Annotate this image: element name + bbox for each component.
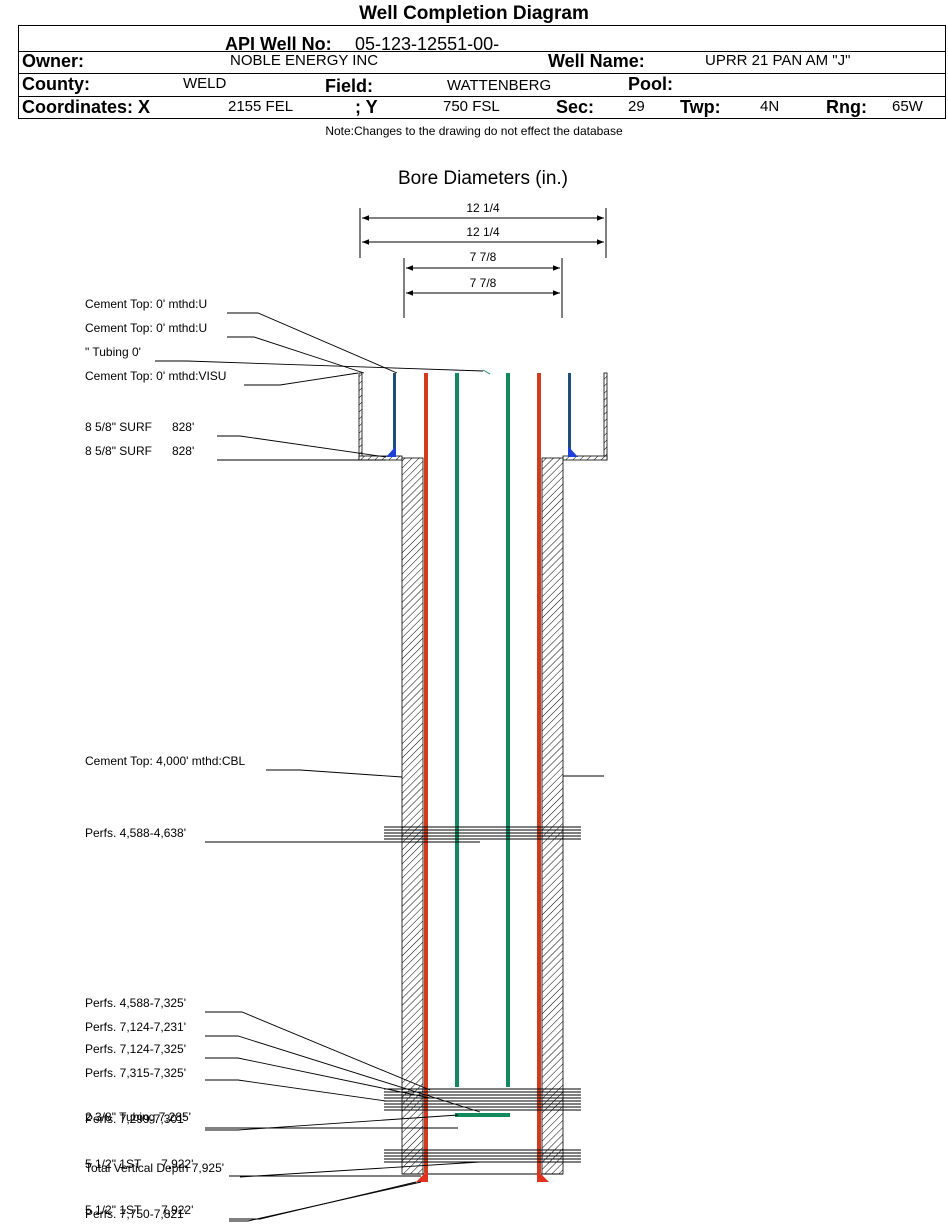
production-casing-left (424, 373, 428, 1173)
pool-label: Pool: (628, 74, 673, 94)
twp-label: Twp: (680, 97, 721, 117)
tubing-top-marker (482, 369, 491, 375)
cement-wall-right (541, 457, 564, 1175)
twp-value: 4N (760, 98, 780, 115)
well-name-value: UPRR 21 PAN AM "J" (705, 52, 851, 69)
well-header-table (18, 25, 946, 119)
annotation-surface-casing: 8 5/8" SURF 828' (85, 420, 194, 434)
annotation-cement-top: Cement Top: 0' mthd:U (85, 321, 207, 335)
county-value: WELD (183, 75, 227, 92)
production-casing-shoe-icon (537, 1170, 549, 1182)
tubing-end (455, 1113, 510, 1117)
owner-value: NOBLE ENERGY INC (230, 52, 379, 69)
coord-y-value: 750 FSL (443, 98, 500, 115)
surface-casing-right (568, 373, 571, 457)
surface-hole-wall (603, 372, 608, 461)
cement-wall-left (401, 457, 424, 1175)
production-hole (401, 457, 604, 1175)
well-name-label: Well Name: (548, 51, 645, 71)
annotation-tubing-depth: 2 3/8" Tubing 7,285' (85, 1110, 191, 1124)
header-row-divider (19, 96, 945, 97)
bore-diameters-title: Bore Diameters (in.) (398, 168, 568, 189)
annotation-production-casing: 5 1/2" 1ST 7,922' (85, 1157, 193, 1171)
perf-band-lower (384, 1149, 581, 1163)
field-label: Field: (325, 76, 373, 96)
perforations (384, 826, 581, 1163)
surface-casing (386, 373, 578, 457)
production-casing-right (537, 373, 541, 1173)
annotation-production-casing: 5 1/2" 1ST 7,922' (85, 1203, 193, 1217)
api-label: API Well No: (225, 34, 332, 54)
sec-value: 29 (628, 98, 645, 115)
database-note: Note:Changes to the drawing do not effec… (325, 124, 623, 138)
bore-dim-label: 12 1/4 (466, 201, 500, 215)
annotation-tubing-top: " Tubing 0' (85, 345, 141, 359)
surface-hole-wall (358, 372, 363, 461)
perf-band-upper (384, 826, 581, 840)
coord-x-label: Coordinates: X (22, 97, 151, 117)
tubing-right (506, 373, 510, 1087)
county-label: County: (22, 74, 90, 94)
annotation-perfs: Perfs. 4,588-7,325' (85, 996, 186, 1010)
annotation-perfs: Perfs. 7,124-7,231' (85, 1020, 186, 1034)
page-title: Well Completion Diagram (359, 3, 589, 24)
annotation-perfs: Perfs. 7,299-7,301' (85, 1112, 186, 1126)
annotation-perfs: Perfs. 4,588-4,638' (85, 826, 186, 840)
owner-label: Owner: (22, 51, 85, 71)
annotation-cement-top-cbl: Cement Top: 4,000' mthd:CBL (85, 754, 245, 768)
annotation-perfs: Perfs. 7,750-7,821' (85, 1207, 186, 1221)
rng-label: Rng: (826, 97, 867, 117)
bore-dim-label: 7 7/8 (470, 250, 497, 264)
surface-casing-left (393, 373, 396, 457)
header-row-divider (19, 51, 945, 52)
annotation-cement-top: Cement Top: 0' mthd:U (85, 297, 207, 311)
coord-x-value: 2155 FEL (228, 98, 294, 115)
rng-value: 65W (892, 98, 923, 115)
annotation-total-depth: Total Vertical Depth 7,925' (85, 1161, 224, 1175)
bore-dimensions: 12 1/4 12 1/4 7 7/8 7 7/8 (359, 201, 607, 318)
header-row-divider (19, 73, 945, 74)
bore-dim-label: 12 1/4 (466, 225, 500, 239)
production-casing-shoe-icon (416, 1170, 428, 1182)
production-casing (416, 373, 549, 1182)
annotation-perfs: Perfs. 7,315-7,325' (85, 1066, 186, 1080)
tubing (455, 369, 510, 1117)
tubing-left (455, 373, 459, 1087)
annotation-surface-casing: 8 5/8" SURF 828' (85, 444, 194, 458)
surface-casing-shoe-icon (386, 446, 396, 457)
sec-label: Sec: (556, 97, 595, 117)
coord-y-label: ; Y (355, 97, 378, 117)
annotation-cement-top-visu: Cement Top: 0' mthd:VISU (85, 369, 226, 383)
perf-band-middle (384, 1088, 581, 1111)
bore-dim-label: 7 7/8 (470, 276, 497, 290)
field-value: WATTENBERG (447, 77, 552, 94)
annotations: Cement Top: 0' mthd:U Cement Top: 0' mth… (85, 297, 245, 1221)
leader-lines (155, 312, 484, 1222)
surface-casing-shoe-icon (568, 446, 578, 457)
api-value: 05-123-12551-00- (355, 34, 500, 54)
annotation-perfs: Perfs. 7,124-7,325' (85, 1042, 186, 1056)
